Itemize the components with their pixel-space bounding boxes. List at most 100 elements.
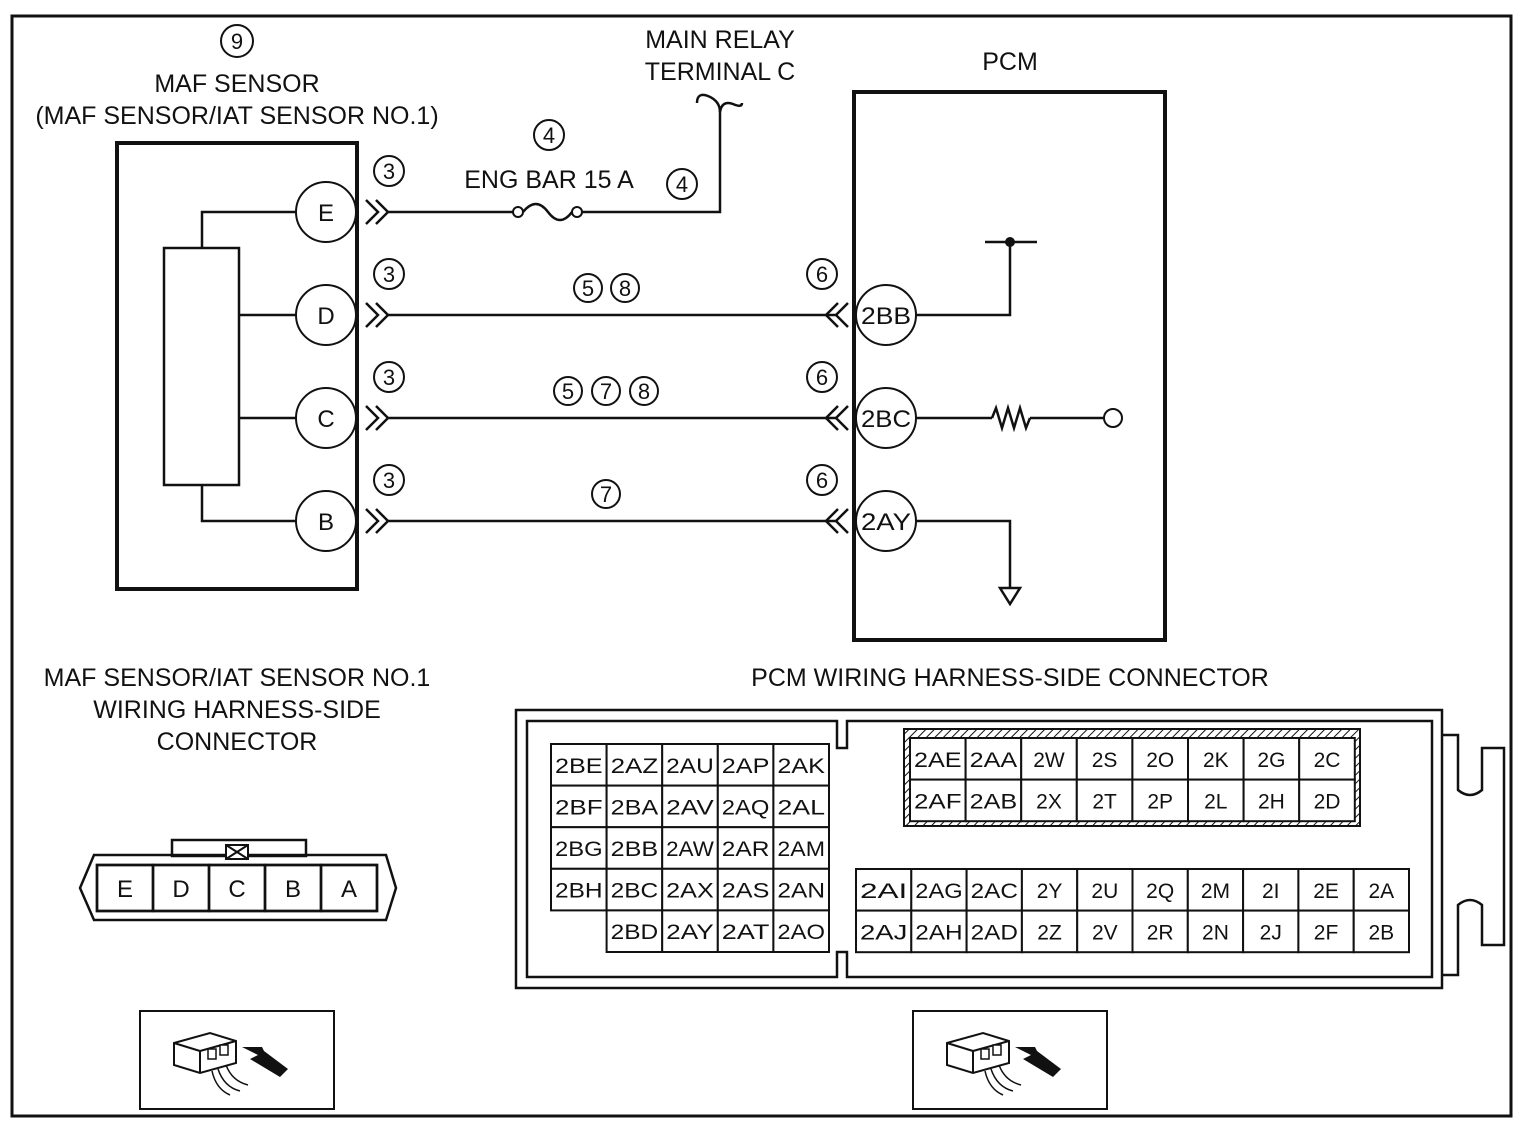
svg-text:2U: 2U [1091,880,1118,903]
pcm-title: PCM [982,48,1038,76]
pcm-connector-pin-2b: 2B [1352,909,1410,954]
svg-text:2AY: 2AY [666,921,714,944]
pcm-connector-pin-2ak: 2AK [772,743,831,787]
svg-text:2AP: 2AP [722,755,770,778]
svg-text:C: C [228,876,245,903]
svg-text:2K: 2K [1203,749,1229,772]
pcm-connector-pin-2aq: 2AQ [716,784,775,829]
maf-connector-title-1: MAF SENSOR/IAT SENSOR NO.1 [44,664,431,692]
svg-text:2S: 2S [1092,749,1118,772]
pcm-connector-pin-2c: 2C [1298,737,1356,781]
pcm-connector-pin-2au: 2AU [661,743,719,787]
pcm-connector-pin-2e: 2E [1297,868,1355,912]
fuse-icon [522,202,573,222]
maf-sensor-ref: 9 [231,29,243,54]
svg-text:2B: 2B [1369,921,1395,944]
svg-text:2O: 2O [1146,749,1174,772]
maf-sensor-box [115,141,359,591]
svg-text:2BC: 2BC [611,880,659,903]
pcm-connector-pin-2a: 2A [1352,868,1410,912]
svg-text:2Q: 2Q [1146,880,1174,903]
pcm-connector-title: PCM WIRING HARNESS-SIDE CONNECTOR [751,664,1269,692]
pcm-connector-pin-2bf: 2BF [550,784,608,829]
pcm-connector-pin-2ai: 2AI [855,868,913,912]
pcm-connector-pin-2ab: 2AB [964,778,1023,823]
svg-text:8: 8 [619,276,631,301]
pcm-connector-pin-2av: 2AV [661,784,719,829]
svg-text:2P: 2P [1147,790,1173,813]
pcm-connector-pin-2f: 2F [1297,909,1355,954]
pcm-connector-pin-2o: 2O [1131,737,1190,781]
svg-text:2Y: 2Y [1037,880,1063,903]
terminal-node-icon [1103,408,1123,428]
svg-text:2AT: 2AT [722,921,770,944]
svg-text:2AF: 2AF [914,790,962,813]
pcm-connector-pin-2aw: 2AW [661,826,719,870]
pcm-connector-pin-2az: 2AZ [605,743,664,787]
svg-text:5: 5 [582,276,594,301]
svg-text:2BH: 2BH [555,880,603,903]
svg-text:2X: 2X [1036,790,1062,813]
pcm-connector-pin-2ac: 2AC [965,868,1023,912]
svg-text:2I: 2I [1262,880,1280,903]
pcm-connector-pin-2x: 2X [1020,778,1078,823]
pcm-pin-2ay: 2AY [855,490,917,552]
svg-text:2D: 2D [1314,790,1341,813]
svg-text:2AW: 2AW [666,838,714,861]
pcm-connector-pin-2k: 2K [1187,737,1245,781]
pcm-connector-pin-2ba: 2BA [605,784,664,829]
svg-text:2AE: 2AE [914,749,962,772]
svg-text:2BG: 2BG [555,838,603,861]
pcm-connector-pin-2ap: 2AP [716,743,775,787]
ground-icon [997,586,1023,607]
svg-text:E: E [318,200,334,227]
wire-b: 3 7 6 [365,464,849,534]
svg-text:2J: 2J [1260,921,1282,944]
svg-text:7: 7 [600,379,612,404]
svg-text:2AG: 2AG [915,880,962,903]
maf-connector-pin-c: C [207,863,267,913]
maf-connector-pin-d: D [151,863,211,913]
maf-connector-pin-e: E [95,863,155,913]
maf-sensor-title: MAF SENSOR [154,70,319,98]
svg-text:2AB: 2AB [970,790,1018,813]
svg-text:2AL: 2AL [777,796,825,819]
svg-text:2AH: 2AH [915,921,962,944]
pcm-connector-pin-2w: 2W [1020,737,1078,781]
svg-text:2V: 2V [1092,921,1118,944]
pcm-connector-pin-2n: 2N [1186,909,1245,954]
fuse-eng-bar: 4 ENG BAR 15 A 4 [464,119,698,200]
main-relay-terminal: MAIN RELAY TERMINAL C [645,26,795,113]
svg-text:2BE: 2BE [555,755,603,778]
pcm-connector-pin-2m: 2M [1186,868,1245,912]
pcm-pin-2bc: 2BC [855,387,917,449]
svg-text:2AN: 2AN [777,880,825,903]
svg-text:2BC: 2BC [861,406,911,433]
svg-text:2T: 2T [1092,790,1117,813]
svg-text:D: D [317,303,334,330]
pcm-connector-pin-2d: 2D [1298,778,1356,823]
svg-text:A: A [341,876,357,903]
maf-sensor: 9 MAF SENSOR (MAF SENSOR/IAT SENSOR NO.1… [35,24,439,591]
pcm-connector-pin-2ao: 2AO [772,909,831,954]
pcm-connector-pin-2i: 2I [1242,868,1300,912]
maf-connector-pin-b: B [263,863,323,913]
pcm-connector-pin-2s: 2S [1075,737,1134,781]
svg-text:2AQ: 2AQ [722,796,770,819]
svg-text:E: E [117,876,133,903]
svg-text:2E: 2E [1313,880,1339,903]
svg-text:2C: 2C [1314,749,1341,772]
pcm-connector-pin-2bd: 2BD [605,909,664,954]
pcm-connector-pin-2bb: 2BB [605,826,664,870]
wire-d: 3 5 8 6 [365,258,849,328]
svg-text:2BD: 2BD [611,921,659,944]
maf-connector-face: MAF SENSOR/IAT SENSOR NO.1 WIRING HARNES… [44,664,431,922]
svg-text:B: B [318,509,334,536]
svg-text:7: 7 [600,482,612,507]
pcm-connector-pin-2bh: 2BH [550,867,608,912]
pcm-connector-pin-2p: 2P [1131,778,1190,823]
